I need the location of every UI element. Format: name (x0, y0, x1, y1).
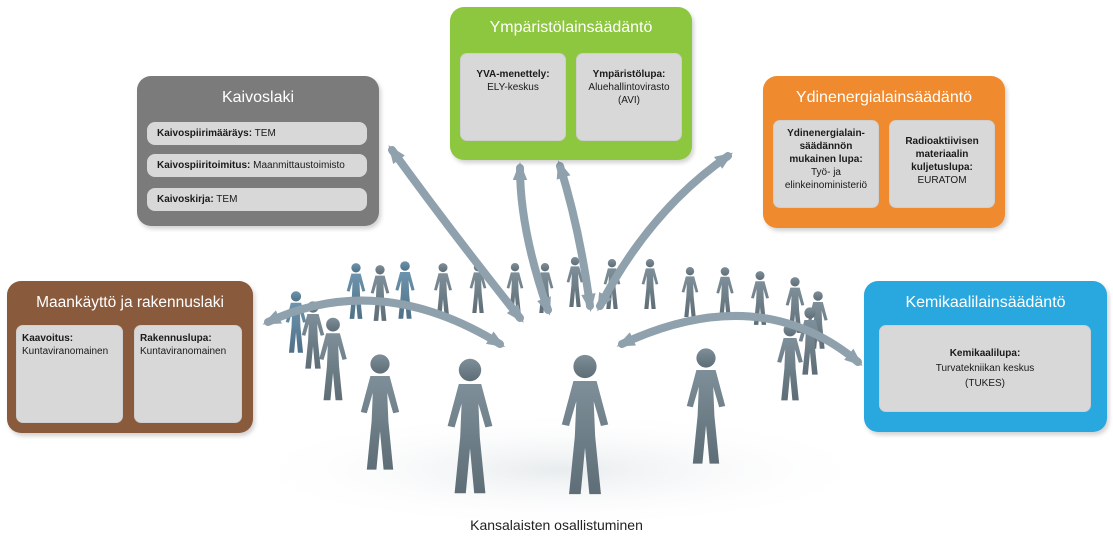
arrow-head (537, 296, 551, 316)
panel-label: Rakennuslupa: (140, 333, 212, 344)
arrow-shaft (618, 312, 862, 366)
panel-label: Ympäristölupa: (592, 69, 666, 80)
caption: Kansalaisten osallistuminen (470, 517, 643, 533)
arrow-shaft (516, 164, 552, 314)
maankaytto-title: Maankäyttö ja rakennuslaki (36, 294, 224, 311)
person-figure (434, 263, 452, 317)
kaivoslaki-item: Kaivoskirja: TEM (147, 188, 367, 211)
panel-value: Aluehallintovirasto (AVI) (588, 82, 670, 106)
panel-label: YVA-menettely: (476, 69, 550, 80)
arrow-head (556, 160, 571, 180)
kaivoslaki-item: Kaivospiirimääräys: TEM (147, 122, 367, 145)
panel-label: Kemikaalilupa: (949, 348, 1021, 359)
arrow-shaft (596, 152, 732, 310)
person-figure (716, 267, 734, 319)
item-label: Kaivoskirja: (157, 194, 214, 205)
person-figure (319, 317, 347, 401)
arrow-head (714, 152, 733, 169)
item-value: TEM (252, 128, 276, 139)
kemikaali-panel: Kemikaalilupa: Turvatekniikan keskus (TU… (879, 325, 1091, 412)
arrow-shaft (264, 296, 504, 348)
panel-value: ELY-keskus (487, 82, 539, 93)
panel-label: Ydinenergialain-säädännön mukainen lupa: (787, 128, 865, 165)
person-figure (641, 259, 659, 309)
ydinenergia-panel-lupa: Ydinenergialain-säädännön mukainen lupa:… (773, 120, 879, 208)
panel-label: Kaavoitus: (22, 333, 74, 344)
arrow-head (616, 332, 636, 347)
maankaytto-panel-rakennuslupa: Rakennuslupa: Kuntaviranomainen (134, 325, 242, 423)
panel-label: Radioaktiivisen materiaalin kuljetuslupa… (905, 136, 979, 173)
kemikaali-box: Kemikaalilainsäädäntö Kemikaalilupa: Tur… (864, 281, 1107, 432)
ymparisto-title: Ympäristölainsäädäntö (489, 19, 653, 36)
kaivoslaki-box: Kaivoslaki Kaivospiirimääräys: TEM Kaivo… (137, 76, 379, 226)
ydinenergia-panel-kuljetus: Radioaktiivisen materiaalin kuljetuslupa… (889, 120, 995, 208)
panel-value: Kuntaviranomainen (22, 346, 109, 357)
panel-value: Turvatekniikan keskus (935, 363, 1035, 374)
ydinenergia-box: Ydinenergialainsäädäntö Ydinenergialain-… (763, 76, 1005, 228)
item-label: Kaivospiirimääräys: (157, 128, 253, 139)
panel-value: Työ- ja elinkeinoministeriö (784, 167, 868, 191)
arrow-head (388, 145, 405, 164)
kemikaali-title: Kemikaalilainsäädäntö (905, 294, 1066, 311)
item-value: Maanmittaustoimisto (250, 160, 345, 171)
arrow-head (597, 292, 612, 312)
arrow-shaft (556, 162, 594, 310)
ydinenergia-title: Ydinenergialainsäädäntö (795, 89, 973, 106)
maankaytto-panel-kaavoitus: Kaavoitus: Kuntaviranomainen (16, 325, 123, 423)
panel-value: Kuntaviranomainen (140, 346, 227, 357)
person-figure (777, 323, 803, 401)
kaivoslaki-title: Kaivoslaki (221, 89, 295, 106)
arrows-group (262, 145, 863, 366)
maankaytto-box: Maankäyttö ja rakennuslaki Kaavoitus: Ku… (7, 281, 253, 433)
person-figure (285, 291, 307, 353)
arrow-head (506, 304, 524, 323)
arrow-head (486, 331, 506, 348)
arrow-shaft (388, 146, 524, 322)
person-figure (346, 263, 366, 319)
ymparisto-box: Ympäristölainsäädäntö YVA-menettely: ELY… (450, 7, 692, 160)
item-value: TEM (213, 194, 238, 205)
ymparisto-panel-lupa: Ympäristölupa: Aluehallintovirasto (AVI) (576, 53, 682, 141)
arrow-head (844, 348, 863, 366)
item-label: Kaivospiiritoimitus: (157, 160, 251, 171)
person-figure (370, 265, 390, 321)
panel-value-2: (TUKES) (965, 378, 1005, 389)
arrow-head (581, 293, 596, 312)
person-figure (681, 267, 699, 317)
arrow-head (512, 162, 528, 180)
panel-value: EURATOM (917, 175, 967, 186)
ymparisto-panel-yva: YVA-menettely: ELY-keskus (460, 53, 566, 141)
arrow-head (262, 310, 282, 325)
kaivoslaki-item: Kaivospiiritoimitus: Maanmittaustoimisto (147, 154, 367, 177)
